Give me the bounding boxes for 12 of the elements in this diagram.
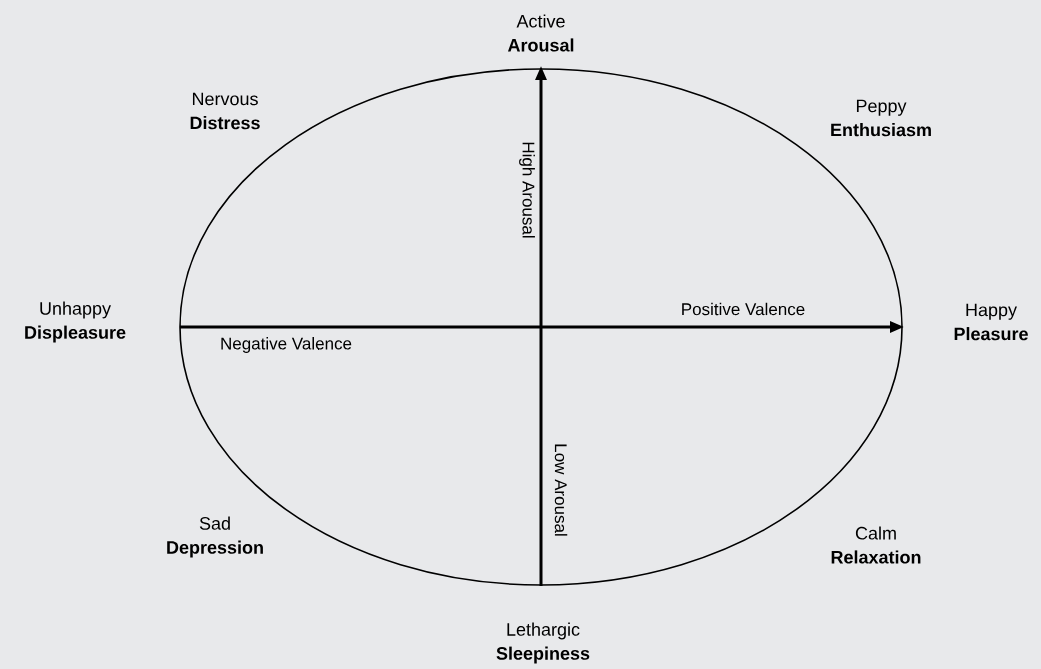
affect-label: Nervous Distress (190, 92, 260, 130)
affect-label: Unhappy Displeasure (25, 301, 126, 343)
affect-label: Calm Relaxation (831, 526, 921, 564)
axis-label: Low Arousal (554, 444, 568, 536)
affect-label: Happy Pleasure (954, 303, 1028, 341)
axis-label: Positive Valence (682, 302, 805, 316)
affect-label: Active Arousal (507, 14, 574, 52)
axis-label: High Arousal (519, 142, 535, 238)
affect-label: Peppy Enthusiasm (831, 99, 931, 137)
affect-label: Sad Depression (167, 516, 263, 558)
affect-label: Lethargic Sleepiness (496, 622, 590, 664)
axis-label: Negative Valence (221, 337, 352, 353)
